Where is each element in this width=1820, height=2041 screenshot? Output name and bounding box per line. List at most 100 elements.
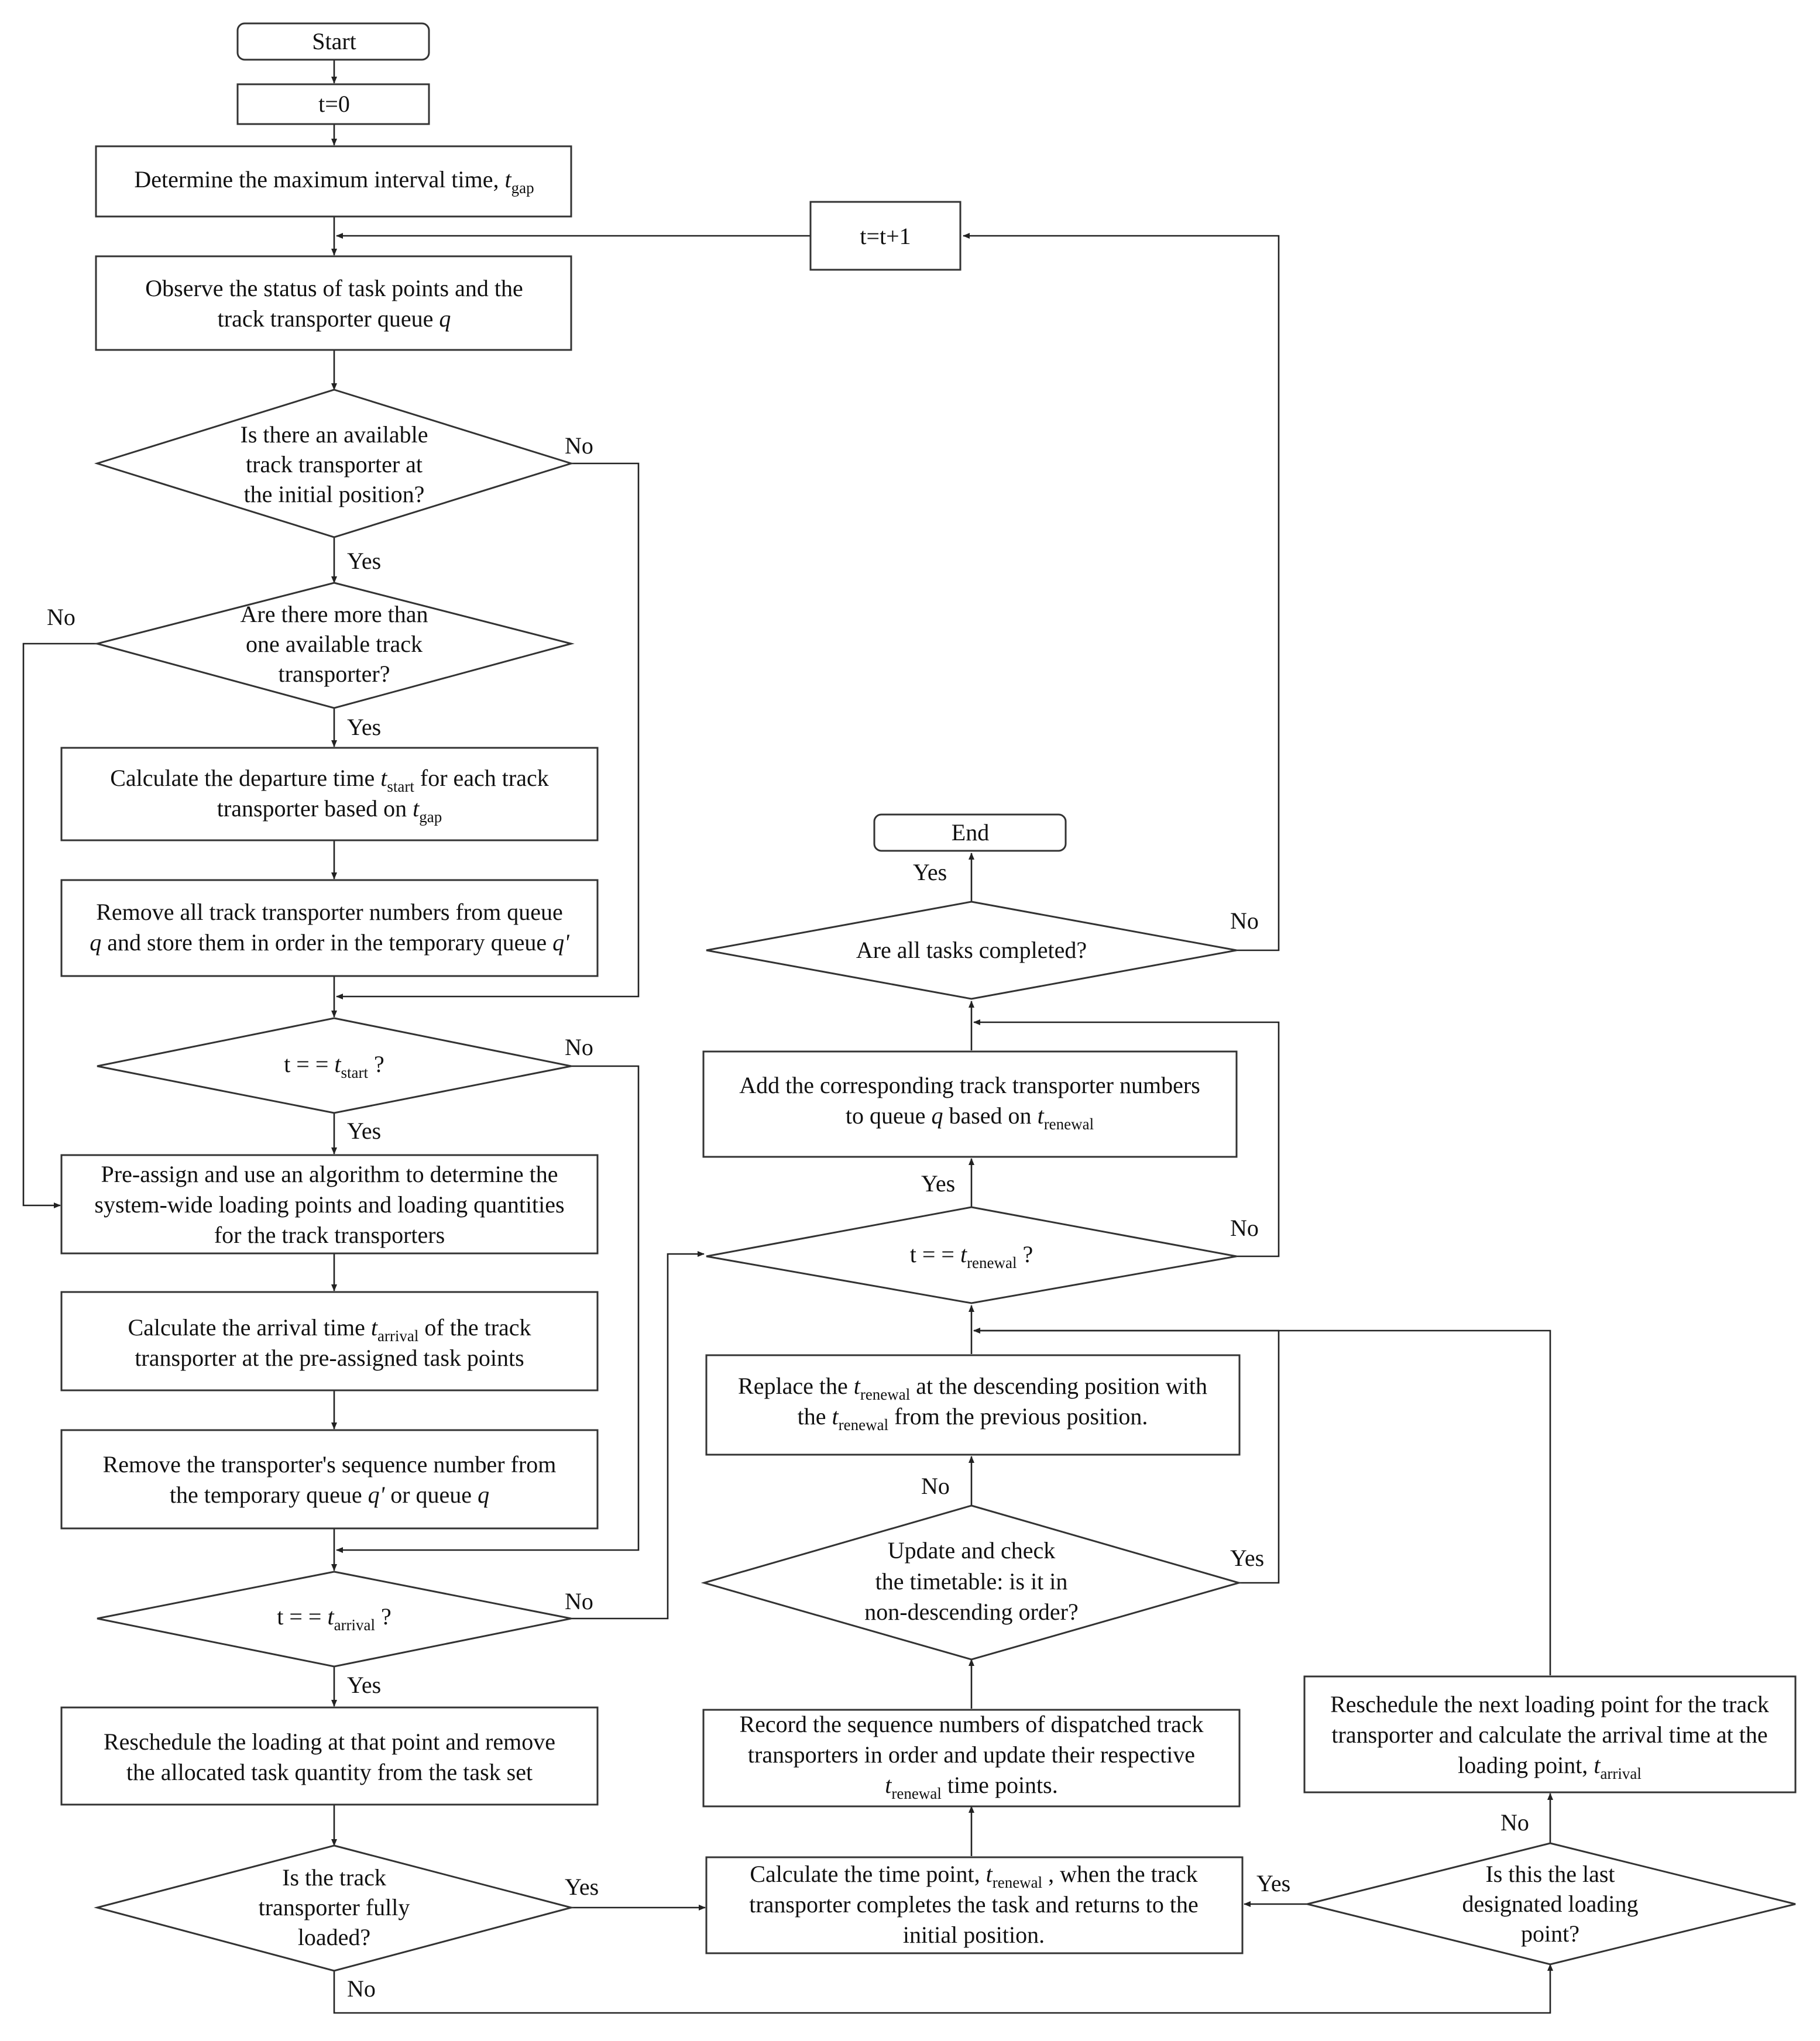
label-tstart-no: No	[565, 1034, 593, 1060]
last-loading-line1: Is this the last	[1485, 1861, 1615, 1887]
add-queue-line2: to queue q based on trenewal	[846, 1102, 1094, 1133]
reschedule-loading-line1: Reschedule the loading at that point and…	[104, 1729, 555, 1755]
label-tstart-yes: Yes	[347, 1118, 381, 1144]
end-terminal: End	[873, 813, 1067, 852]
replace-line1: Replace the trenewal at the descending p…	[738, 1373, 1207, 1403]
add-queue-line1: Add the corresponding track transporter …	[739, 1072, 1200, 1098]
observe-line1: Observe the status of task points and th…	[145, 275, 523, 301]
replace-renewal-box: Replace the trenewal at the descending p…	[705, 1354, 1241, 1456]
edge-full-no	[333, 1964, 1553, 2014]
remove-sequence-box: Remove the transporter's sequence number…	[60, 1429, 599, 1530]
record-sequence-box: Record the sequence numbers of dispatche…	[702, 1709, 1241, 1808]
trenewal-label: t = = trenewal ?	[910, 1241, 1033, 1272]
trenewal-decision: t = = trenewal ?	[706, 1206, 1237, 1304]
label-avail-no: No	[565, 432, 593, 459]
fully-loaded-line1: Is the track	[282, 1864, 386, 1891]
record-line3: trenewal time points.	[885, 1772, 1057, 1802]
label-avail-yes: Yes	[347, 548, 381, 574]
observe-line2: track transporter queue q	[218, 305, 451, 332]
calc-renewal-box: Calculate the time point, trenewal , whe…	[705, 1856, 1244, 1954]
init-time-label: t=0	[318, 91, 350, 117]
label-more-yes: Yes	[347, 714, 381, 740]
timetable-line3: non-descending order?	[864, 1599, 1078, 1625]
edges	[22, 60, 1553, 2014]
preassign-box: Pre-assign and use an algorithm to deter…	[60, 1154, 599, 1255]
tarrival-decision: t = = tarrival ?	[97, 1571, 572, 1668]
calc-renewal-line3: initial position.	[903, 1922, 1045, 1948]
calc-departure-box: Calculate the departure time tstart for …	[60, 747, 599, 841]
fully-loaded-line3: loaded?	[298, 1924, 370, 1950]
calc-departure-line1: Calculate the departure time tstart for …	[110, 765, 548, 795]
remove-all-line2: q and store them in order in the tempora…	[90, 929, 570, 956]
calc-renewal-line2: transporter completes the task and retur…	[749, 1891, 1199, 1918]
tarrival-label: t = = tarrival ?	[277, 1603, 392, 1634]
label-alldone-no: No	[1230, 908, 1259, 934]
last-loading-line3: point?	[1521, 1920, 1579, 1947]
available-line3: the initial position?	[244, 481, 425, 507]
time-increment-box: t=t+1	[809, 201, 961, 271]
label-trenewal-yes: Yes	[921, 1170, 955, 1197]
all-completed-decision: Are all tasks completed?	[706, 901, 1237, 1000]
reschedule-next-line3: loading point, tarrival	[1458, 1752, 1642, 1782]
multiple-transporters-decision: Are there more than one available track …	[94, 582, 575, 709]
label-full-yes: Yes	[565, 1874, 599, 1900]
edge-tstart-no	[336, 1065, 640, 1553]
calc-arrival-line2: transporter at the pre-assigned task poi…	[135, 1345, 524, 1371]
edge-alldone-no	[963, 233, 1280, 951]
all-completed-label: Are all tasks completed?	[856, 937, 1087, 963]
multiple-line2: one available track	[246, 631, 423, 657]
calc-arrival-line1: Calculate the arrival time tarrival of t…	[128, 1314, 531, 1345]
label-last-no: No	[1500, 1809, 1529, 1836]
label-tarrival-yes: Yes	[347, 1672, 381, 1698]
available-line1: Is there an available	[241, 421, 428, 448]
edge-tarrival-no	[571, 1251, 705, 1620]
label-full-no: No	[347, 1975, 376, 2002]
remove-all-box: Remove all track transporter numbers fro…	[60, 879, 599, 977]
replace-line2: the trenewal from the previous position.	[798, 1403, 1148, 1434]
remove-all-line1: Remove all track transporter numbers fro…	[96, 899, 563, 925]
label-more-no: No	[47, 604, 75, 630]
reschedule-loading-box: Reschedule the loading at that point and…	[60, 1706, 599, 1806]
label-tarrival-no: No	[565, 1588, 593, 1614]
edge-labels: No Yes No Yes No Yes No Yes Yes No Yes N…	[47, 432, 1529, 2002]
end-label: End	[952, 819, 989, 846]
last-loading-decision: Is this the last designated loading poin…	[1307, 1842, 1796, 1966]
timetable-line1: Update and check	[888, 1537, 1056, 1564]
label-last-yes: Yes	[1256, 1870, 1290, 1896]
tstart-label: t = = tstart ?	[284, 1051, 384, 1081]
time-increment-label: t=t+1	[860, 223, 911, 249]
reschedule-next-line1: Reschedule the next loading point for th…	[1330, 1691, 1769, 1717]
fully-loaded-line2: transporter fully	[259, 1894, 410, 1920]
start-terminal: Start	[236, 22, 430, 61]
timetable-line2: the timetable: is it in	[875, 1568, 1068, 1595]
preassign-line2: system-wide loading points and loading q…	[94, 1191, 564, 1218]
reschedule-next-box: Reschedule the next loading point for th…	[1303, 1675, 1797, 1793]
calc-renewal-line1: Calculate the time point, trenewal , whe…	[750, 1861, 1197, 1891]
calc-arrival-box: Calculate the arrival time tarrival of t…	[60, 1291, 599, 1391]
edge-more-no	[22, 642, 97, 1208]
reschedule-next-line2: transporter and calculate the arrival ti…	[1331, 1722, 1767, 1748]
max-interval-box: Determine the maximum interval time, tga…	[95, 145, 572, 218]
timetable-order-decision: Update and check the timetable: is it in…	[700, 1504, 1242, 1661]
label-update-no: No	[921, 1473, 950, 1499]
add-queue-box: Add the corresponding track transporter …	[702, 1050, 1238, 1158]
available-line2: track transporter at	[246, 451, 423, 477]
remove-sequence-line1: Remove the transporter's sequence number…	[103, 1451, 557, 1478]
multiple-line3: transporter?	[278, 661, 390, 687]
label-trenewal-no: No	[1230, 1215, 1259, 1241]
record-line2: transporters in order and update their r…	[748, 1741, 1195, 1768]
start-label: Start	[312, 28, 356, 54]
edge-update-yes	[973, 1328, 1280, 1584]
available-transporter-decision: Is there an available track transporter …	[94, 389, 575, 538]
label-alldone-yes: Yes	[913, 859, 947, 885]
observe-status-box: Observe the status of task points and th…	[95, 255, 572, 351]
fully-loaded-decision: Is the track transporter fully loaded?	[94, 1844, 575, 1972]
edge-trenewal-no	[973, 1019, 1280, 1257]
init-time-box: t=0	[236, 83, 430, 125]
max-interval-label: Determine the maximum interval time, tga…	[134, 166, 534, 197]
remove-sequence-line2: the temporary queue q' or queue q	[170, 1482, 489, 1508]
label-update-yes: Yes	[1230, 1545, 1264, 1571]
preassign-line3: for the track transporters	[214, 1222, 445, 1248]
last-loading-line2: designated loading	[1462, 1891, 1638, 1917]
